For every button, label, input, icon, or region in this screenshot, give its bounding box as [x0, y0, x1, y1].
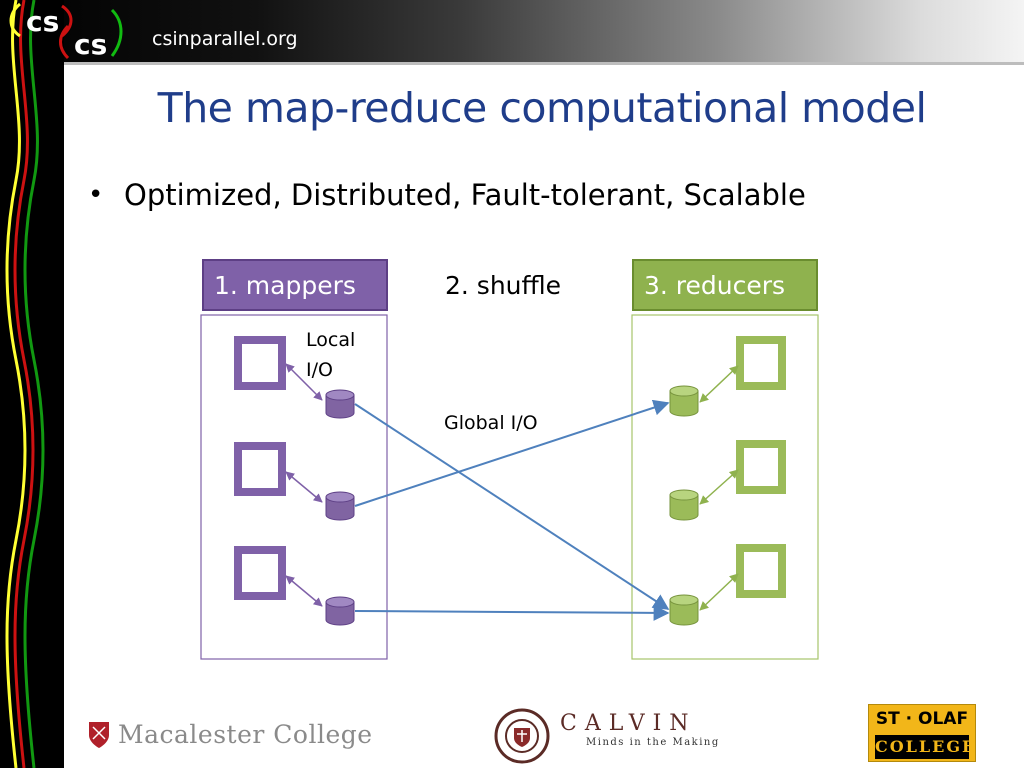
reducer-node — [736, 336, 786, 390]
global-io-arrow — [354, 403, 670, 610]
reducer-node — [736, 544, 786, 598]
global-io-label: Global I/O — [444, 412, 538, 434]
local-io-arrow — [699, 365, 739, 403]
macalester-logo: Macalester College — [88, 720, 373, 749]
bullet-item: • Optimized, Distributed, Fault-tolerant… — [88, 178, 806, 212]
reducer-disk — [669, 489, 699, 521]
slide-title: The map-reduce computational model — [157, 84, 927, 132]
reducer-disk — [669, 594, 699, 626]
calvin-name: CALVIN — [560, 711, 697, 736]
bullet-text: Optimized, Distributed, Fault-tolerant, … — [124, 178, 806, 212]
mappers-container — [200, 314, 388, 660]
reducers-container — [631, 314, 819, 660]
mapper-node — [234, 442, 286, 496]
local-io-label-line: Local — [306, 329, 356, 351]
svg-text:cs: cs — [74, 28, 107, 61]
banner-divider — [64, 62, 1024, 65]
mapper-node — [234, 336, 286, 390]
local-io-arrow — [285, 363, 323, 401]
calvin-tagline: Minds in the Making — [586, 737, 720, 748]
local-io-arrow — [285, 471, 323, 503]
global-io-arrow — [354, 604, 670, 621]
reducers-header: 3. reducers — [632, 259, 818, 311]
st-olaf-name: ST · OLAF — [875, 709, 969, 729]
mapper-node — [234, 546, 286, 600]
mapper-disk — [325, 596, 355, 626]
cs-logo: cs cs — [9, 2, 123, 61]
local-io-arrow — [699, 573, 739, 611]
site-url: csinparallel.org — [152, 28, 298, 50]
wavy-lines-decoration — [5, 0, 45, 769]
mappers-header: 1. mappers — [202, 259, 388, 311]
mapper-disk — [325, 491, 355, 521]
local-io-label: Local I/O — [306, 325, 355, 385]
macalester-name: Macalester College — [118, 720, 373, 749]
calvin-seal-icon — [494, 708, 550, 764]
global-io-arrow — [354, 399, 670, 507]
calvin-logo: CALVIN Minds in the Making — [494, 708, 718, 769]
bullet-list: • Optimized, Distributed, Fault-tolerant… — [88, 178, 806, 212]
bullet-marker: • — [88, 180, 104, 210]
local-io-arrow — [699, 469, 739, 505]
reducer-node — [736, 440, 786, 494]
local-io-label-line: I/O — [306, 359, 333, 381]
local-io-arrow — [285, 575, 323, 607]
left-decoration-bar — [0, 0, 64, 769]
st-olaf-logo: ST · OLAF COLLEGE — [868, 704, 976, 762]
macalester-shield-icon — [89, 721, 109, 748]
reducer-disk — [669, 385, 699, 417]
shuffle-header: 2. shuffle — [445, 270, 562, 300]
mapper-disk — [325, 389, 355, 419]
svg-text:cs: cs — [26, 5, 59, 38]
st-olaf-college: COLLEGE — [875, 735, 974, 759]
top-banner — [0, 0, 1024, 62]
